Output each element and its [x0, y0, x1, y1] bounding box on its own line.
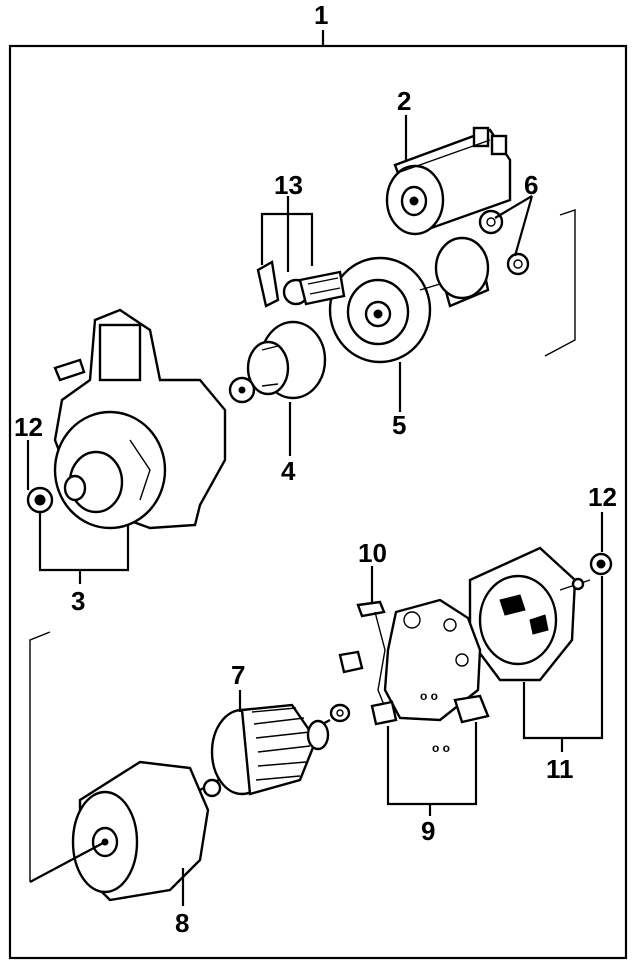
- brush-lead: [338, 600, 391, 721]
- callout-3: 3: [71, 586, 85, 616]
- brush-holder: o o o o: [370, 598, 490, 755]
- leader-lines: [26, 115, 604, 906]
- nut-set: [478, 209, 576, 357]
- svg-text:o o: o o: [420, 689, 438, 703]
- drive-lever: [256, 260, 346, 308]
- front-housing: [53, 308, 227, 530]
- callout-5: 5: [392, 410, 406, 440]
- callout-7: 7: [231, 660, 245, 690]
- callout-12-right: 12: [588, 482, 617, 512]
- armature: [199, 703, 331, 798]
- assembly-frame: [8, 30, 628, 960]
- solenoid: [385, 126, 512, 236]
- callout-labels: 1 2 3 4 5 6 7 8 9 10 11 12 12 13: [14, 0, 617, 938]
- callout-4: 4: [281, 456, 296, 486]
- callout-1: 1: [314, 0, 328, 30]
- callout-6: 6: [524, 170, 538, 200]
- cap-right: [589, 552, 613, 576]
- callout-9: 9: [421, 816, 435, 846]
- rear-end-cover: [468, 546, 591, 682]
- callout-10: 10: [358, 538, 387, 568]
- washer: [329, 703, 351, 723]
- drive-pinion: [228, 320, 327, 404]
- gear-housing: [328, 236, 490, 364]
- cap-left: [26, 486, 54, 514]
- callout-11: 11: [546, 754, 574, 784]
- svg-text:o o: o o: [432, 741, 450, 755]
- callout-8: 8: [175, 908, 189, 938]
- yoke: [29, 631, 210, 902]
- callout-12-left: 12: [14, 412, 43, 442]
- callout-13: 13: [274, 170, 303, 200]
- callout-2: 2: [397, 86, 411, 116]
